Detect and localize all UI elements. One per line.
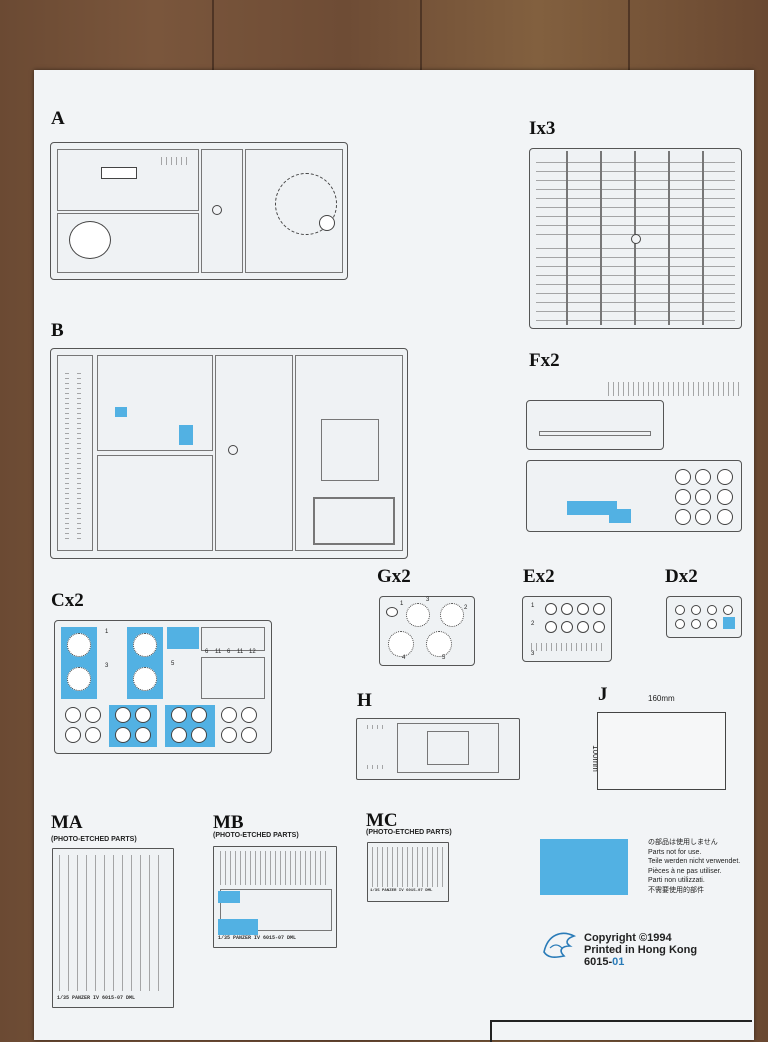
sprue-a <box>50 142 348 280</box>
part-number: 6 <box>227 649 231 655</box>
part-number: 3 <box>531 651 535 657</box>
sheet-j <box>597 712 726 790</box>
sprue-a-label: A <box>51 108 65 129</box>
sprue-i-label: Ix3 <box>529 118 556 139</box>
sprue-mb-label: MB <box>213 812 244 833</box>
kit-code: 6015-01 <box>584 956 624 968</box>
etch-code: 1/35 PANZER IV 6015-07 DML <box>218 935 297 941</box>
printed-text: Printed in Hong Kong <box>584 944 698 956</box>
part-number: 5 <box>171 661 175 667</box>
instruction-sheet: A Ix3 B Fx2 <box>34 70 754 1042</box>
sprue-d-label: Dx2 <box>665 566 698 587</box>
sprue-mb: 1/35 PANZER IV 6015-07 DML <box>213 846 337 948</box>
sprue-h-label: H <box>357 690 372 711</box>
next-page-border <box>490 1020 752 1042</box>
unused-parts-swatch <box>540 839 628 895</box>
part-number: 3 <box>426 597 430 603</box>
c-wheel-unused-3 <box>167 627 199 649</box>
sprue-g: 1 3 2 4 5 <box>379 596 475 666</box>
part-number: 2 <box>464 605 468 611</box>
part-number: 1 <box>531 603 535 609</box>
sprue-b-label: B <box>51 320 64 341</box>
unused-parts-note: の部品は使用しません Parts not for use. Teile werd… <box>648 839 741 894</box>
sprue-mb-sub: (PHOTO-ETCHED PARTS) <box>213 832 299 839</box>
sprue-ma-sub: (PHOTO-ETCHED PARTS) <box>51 836 137 843</box>
sprue-mc: 1/35 PANZER IV 6015-07 DML <box>367 842 449 902</box>
sprue-i <box>529 148 742 329</box>
sprue-c: 1 3 5 6 11 6 11 12 <box>54 620 272 754</box>
sprue-b <box>50 348 408 559</box>
part-number: 2 <box>531 621 535 627</box>
sprue-f-upper <box>526 400 664 450</box>
sprue-j-label: J <box>598 684 608 705</box>
sprue-f-label: Fx2 <box>529 350 560 371</box>
part-number: 6 <box>205 649 209 655</box>
part-number: 1 <box>400 601 404 607</box>
sprue-h <box>356 718 520 780</box>
kit-code-main: 6015- <box>584 956 613 968</box>
part-number: 4 <box>402 655 406 661</box>
part-number: 11 <box>237 649 244 655</box>
part-number: 11 <box>215 649 222 655</box>
sprue-g-label: Gx2 <box>377 566 411 587</box>
part-number: 3 <box>105 663 109 669</box>
sprue-f-lower <box>526 460 742 532</box>
part-number: 1 <box>105 629 109 635</box>
sprue-ma: 1/35 PANZER IV 6015-07 DML <box>52 848 174 1008</box>
sprue-c-label: Cx2 <box>51 590 84 611</box>
copyright-text: Copyright ©1994 <box>584 932 672 944</box>
etch-code: 1/35 PANZER IV 6015-07 DML <box>370 889 433 893</box>
d-unused-part <box>723 617 735 629</box>
sprue-mc-label: MC <box>366 810 398 831</box>
etch-code: 1/35 PANZER IV 6015-07 DML <box>57 995 136 1001</box>
sprue-mc-sub: (PHOTO-ETCHED PARTS) <box>366 829 452 836</box>
dml-dragon-logo <box>540 928 580 964</box>
sprue-d <box>666 596 742 638</box>
part-number: 12 <box>249 649 256 655</box>
sprue-e-label: Ex2 <box>523 566 555 587</box>
sprue-ma-label: MA <box>51 812 83 833</box>
part-number: 5 <box>442 655 446 661</box>
sprue-e: 1 2 3 <box>522 596 612 662</box>
j-width-label: 160mm <box>648 694 675 703</box>
kit-code-suffix: 01 <box>612 956 625 968</box>
sprue-f-runner <box>608 382 740 396</box>
